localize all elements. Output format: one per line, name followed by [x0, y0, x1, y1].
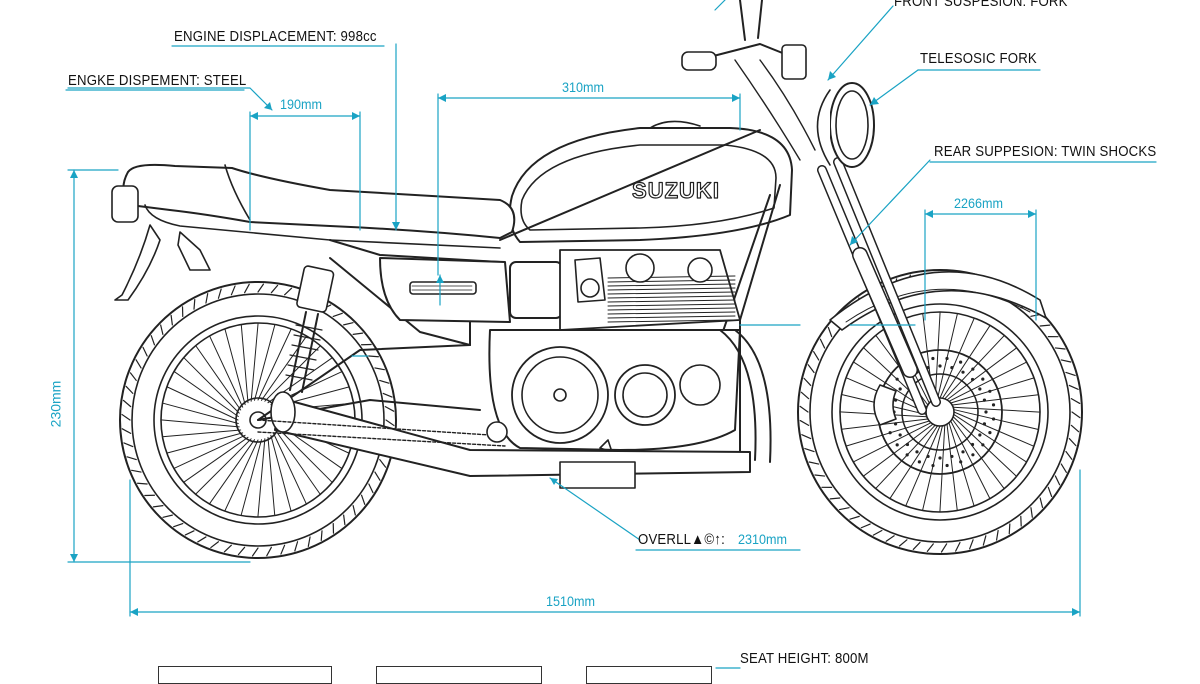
- rear-suspension-label: REAR SUPPESION: TWIN SHOCKS: [934, 143, 1156, 160]
- seat-height-label: SEAT HEIGHT: 800M: [740, 650, 869, 667]
- tank-length-dimension: 310mm: [562, 79, 604, 95]
- engine: [489, 250, 740, 452]
- brand-logo: SUZUKI: [632, 178, 720, 203]
- seat-width-dimension: 190mm: [280, 96, 322, 112]
- overall-length-label: OVERLL▲©↑:: [638, 531, 725, 548]
- front-suspension-label: FRONT SUSPESION: FORK: [894, 0, 1068, 10]
- engine-displacement-label: ENGINE DISPLACEMENT: 998cc: [174, 28, 377, 45]
- wheelbase-dimension: 1510mm: [546, 593, 595, 609]
- spec-box-2: [376, 666, 542, 684]
- spec-box-3: [586, 666, 712, 684]
- height-dimension: 230mm: [47, 381, 63, 428]
- telescopic-fork-label: TELESOSIC FORK: [920, 50, 1037, 67]
- front-wheel-dimension: 2266mm: [954, 195, 1003, 211]
- headlight: [818, 83, 875, 167]
- overall-length-dimension: 2310mm: [738, 531, 787, 547]
- side-cover: [380, 258, 510, 322]
- frame-material-label: ENGKE DISPEMENT: STEEL: [68, 72, 246, 89]
- spec-box-1: [158, 666, 332, 684]
